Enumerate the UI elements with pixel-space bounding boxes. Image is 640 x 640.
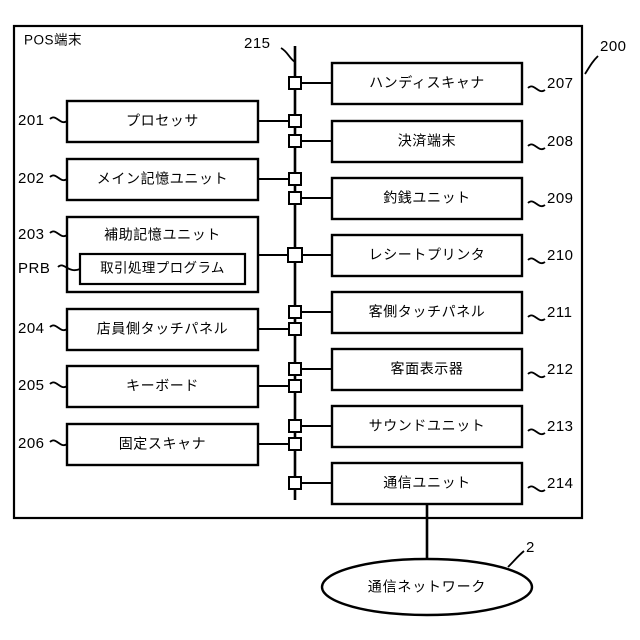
block-receipt-printer: レシートプリンタ 210	[295, 233, 574, 278]
block-communication-unit-ref-lead	[527, 485, 546, 493]
block-transaction-program-label: 取引処理プログラム	[100, 261, 225, 276]
bus-node-204	[288, 322, 302, 336]
bus-node-208	[288, 134, 302, 148]
block-customer-touch-panel-ref-lead	[527, 314, 546, 322]
block-keyboard-ref-lead	[49, 381, 68, 389]
bus-node-213	[288, 419, 302, 433]
block-communication-unit: 通信ユニット 214	[295, 461, 574, 506]
bus-node-group	[287, 76, 303, 490]
bus-node-209	[288, 191, 302, 205]
block-customer-touch-panel-ref-number: 211	[547, 304, 572, 321]
block-main-memory-label: メイン記憶ユニット	[97, 171, 228, 187]
block-main-memory-ref-lead	[49, 174, 68, 182]
block-processor: プロセッサ 201	[18, 99, 295, 144]
bus-ref-number: 215	[244, 35, 271, 52]
block-sound-unit: サウンドユニット 213	[295, 404, 574, 449]
block-communication-unit-label: 通信ユニット	[383, 475, 471, 491]
block-sound-unit-ref-number: 213	[547, 418, 574, 435]
block-clerk-touch-panel: 店員側タッチパネル 204	[18, 307, 295, 352]
block-keyboard: キーボード 205	[18, 364, 295, 409]
bus-ref-lead	[280, 47, 296, 63]
network-ref-lead	[507, 550, 525, 568]
block-processor-ref-number: 201	[18, 112, 45, 129]
block-handy-scanner-ref-lead	[527, 85, 546, 93]
communication-network-label: 通信ネットワーク	[368, 579, 486, 595]
block-keyboard-label: キーボード	[126, 378, 199, 394]
block-handy-scanner: ハンディスキャナ 207	[295, 61, 574, 106]
block-change-unit-label: 釣銭ユニット	[383, 190, 471, 206]
block-payment-terminal-label: 決済端末	[398, 133, 456, 149]
communication-network-ellipse	[320, 557, 534, 617]
block-main-memory-ref-number: 202	[18, 170, 45, 187]
block-clerk-touch-panel-rect	[65, 307, 260, 352]
block-fixed-scanner-ref-lead	[49, 439, 68, 447]
block-sound-unit-rect	[330, 404, 524, 449]
block-sound-unit-label: サウンドユニット	[369, 418, 486, 434]
block-receipt-printer-ref-lead	[527, 257, 546, 265]
block-customer-display-ref-number: 212	[547, 361, 574, 378]
block-payment-terminal-rect	[330, 119, 524, 164]
block-receipt-printer-rect	[330, 233, 524, 278]
pos-terminal-frame	[12, 24, 584, 520]
block-auxiliary-memory: 補助記憶ユニット 取引処理プログラム 203 PRB	[18, 215, 295, 294]
block-receipt-printer-label: レシートプリンタ	[369, 247, 486, 263]
bus-node-206	[288, 437, 302, 451]
block-customer-touch-panel: 客側タッチパネル 211	[295, 290, 572, 335]
block-receipt-printer-ref-number: 210	[547, 247, 574, 264]
block-fixed-scanner-label: 固定スキャナ	[119, 436, 207, 452]
block-change-unit-ref-lead	[527, 200, 546, 208]
block-fixed-scanner: 固定スキャナ 206	[18, 422, 295, 467]
block-customer-display-label: 客面表示器	[391, 361, 464, 377]
block-auxiliary-memory-ref-number: 203	[18, 226, 45, 243]
block-payment-terminal-ref-lead	[527, 143, 546, 151]
block-auxiliary-memory-label: 補助記憶ユニット	[104, 227, 221, 243]
block-clerk-touch-panel-ref-lead	[49, 324, 68, 332]
block-fixed-scanner-ref-number: 206	[18, 435, 45, 452]
block-change-unit: 釣銭ユニット 209	[295, 176, 574, 221]
bus-node-202	[288, 172, 302, 186]
block-customer-display-rect	[330, 347, 524, 392]
block-change-unit-ref-number: 209	[547, 190, 574, 207]
block-transaction-program-ref-lead	[57, 264, 81, 272]
block-transaction-program-rect	[78, 252, 247, 286]
block-customer-touch-panel-label: 客側タッチパネル	[369, 304, 486, 320]
pos-terminal-title: POS端末	[24, 33, 82, 48]
block-payment-terminal-ref-number: 208	[547, 133, 574, 150]
frame-ref-number: 200	[600, 38, 627, 55]
bus-node-205	[288, 379, 302, 393]
block-keyboard-ref-number: 205	[18, 377, 45, 394]
block-handy-scanner-label: ハンディスキャナ	[369, 75, 485, 91]
frame-ref-lead	[584, 55, 599, 75]
block-transaction-program-ref-number: PRB	[18, 260, 50, 277]
block-communication-unit-rect	[330, 461, 524, 506]
block-communication-unit-ref-number: 214	[547, 475, 574, 492]
block-customer-display-ref-lead	[527, 371, 546, 379]
bus-node-207	[288, 76, 302, 90]
block-payment-terminal: 決済端末 208	[295, 119, 574, 164]
bus-node-211	[288, 305, 302, 319]
bus-node-214	[288, 476, 302, 490]
block-processor-ref-lead	[49, 116, 68, 124]
block-auxiliary-memory-ref-lead	[49, 230, 68, 238]
bus-node-203-210	[287, 247, 303, 263]
network-ref-number: 2	[526, 539, 535, 556]
bus-node-212	[288, 362, 302, 376]
block-main-memory: メイン記憶ユニット 202	[18, 157, 295, 202]
block-customer-display: 客面表示器 212	[295, 347, 574, 392]
block-sound-unit-ref-lead	[527, 428, 546, 436]
block-processor-label: プロセッサ	[126, 113, 199, 129]
block-handy-scanner-ref-number: 207	[547, 75, 574, 92]
block-clerk-touch-panel-label: 店員側タッチパネル	[97, 321, 228, 337]
block-clerk-touch-panel-ref-number: 204	[18, 320, 45, 337]
bus-node-201	[288, 114, 302, 128]
